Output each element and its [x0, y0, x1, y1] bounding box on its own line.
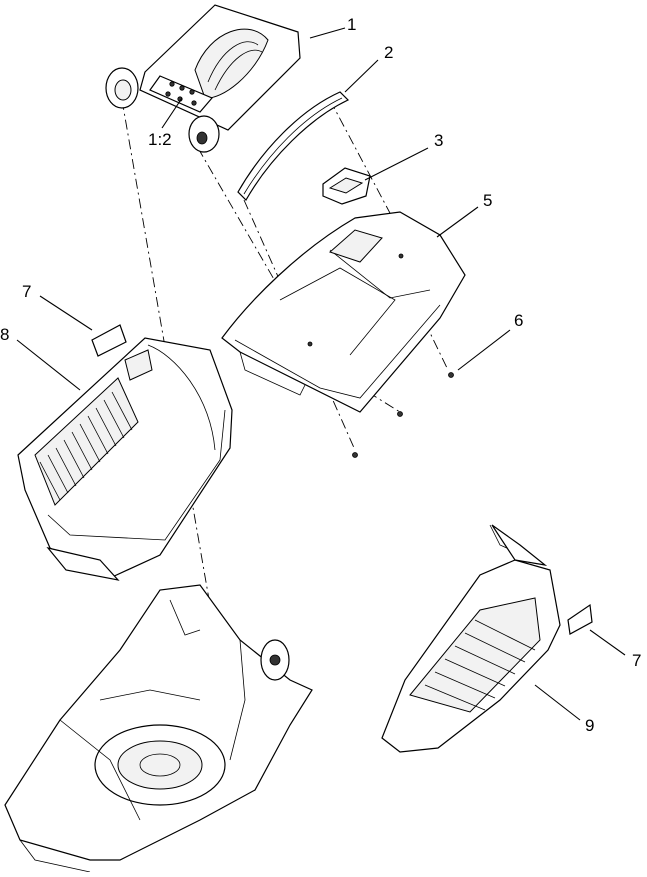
- callout-6: 6: [514, 311, 524, 330]
- mower-deck: [4, 584, 313, 873]
- part-9-rear-grille: [381, 524, 593, 753]
- callout-7-lower: 7: [632, 651, 642, 670]
- part-2-handle-grip: [237, 91, 350, 201]
- part-7-label-upper: [91, 324, 127, 357]
- leader-lines: [16, 27, 626, 721]
- callout-2: 2: [384, 43, 394, 62]
- callout-1: 1: [347, 15, 357, 34]
- callout-9: 9: [585, 716, 595, 735]
- part-1-handle-console: [105, 4, 301, 153]
- bag-mesh-pattern: [39, 391, 133, 501]
- callout-5: 5: [483, 191, 493, 210]
- part-5-cover: [221, 211, 466, 413]
- part-8-grass-bag: [17, 337, 233, 581]
- callout-7-upper: 7: [22, 282, 32, 301]
- part-6-screws: [352, 372, 454, 458]
- callout-1-2: 1:2: [148, 130, 172, 149]
- part-3-switch: [322, 167, 371, 205]
- callout-3: 3: [434, 131, 444, 150]
- grille-mesh-pattern: [424, 619, 536, 711]
- callout-8: 8: [0, 325, 10, 344]
